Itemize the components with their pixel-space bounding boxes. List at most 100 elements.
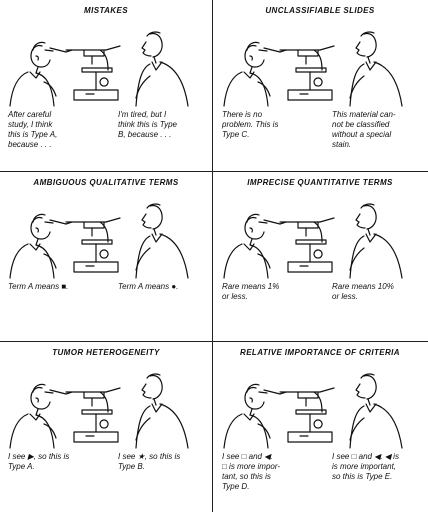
left-caption: There is no problem. This is Type C. (222, 110, 279, 139)
left-person-collar (243, 243, 255, 251)
right-person-body (135, 61, 189, 107)
panel-title: TUMOR HETEROGENEITY (52, 348, 160, 357)
panel-title: IMPRECISE QUANTITATIVE TERMS (247, 178, 393, 187)
stage (81, 239, 113, 245)
microscope-head (297, 221, 319, 229)
right-person-arm (349, 75, 365, 99)
left-person-collar (29, 243, 41, 251)
left-person-collar (243, 413, 255, 421)
microscope-head (83, 221, 105, 229)
left-person-neck (35, 408, 39, 416)
left-person-body (223, 413, 269, 449)
right-person-neck (153, 56, 157, 64)
right-person-neck (367, 228, 371, 236)
focus-knob (313, 419, 323, 429)
stage (295, 67, 327, 73)
left-person-body (223, 243, 269, 279)
left-person-ear (249, 227, 253, 233)
left-person-glasses (258, 391, 268, 394)
left-eyepiece (263, 389, 287, 395)
column-divider (212, 0, 213, 512)
panel-title: MISTAKES (84, 6, 128, 15)
right-person-face (355, 41, 366, 57)
right-person-body (349, 61, 403, 107)
microscope-head (83, 391, 105, 399)
right-caption: Rare means 10% or less. (332, 282, 394, 301)
left-person-ear (35, 55, 39, 61)
two-pathologists-microscope-illustration (0, 20, 212, 108)
right-person-collar (365, 233, 377, 243)
right-person-face (355, 383, 366, 399)
base (73, 431, 119, 443)
left-eyepiece (49, 47, 73, 53)
panel-relative-importance-of-criteria: RELATIVE IMPORTANCE OF CRITERIA I see (214, 342, 426, 512)
left-person-hair (246, 41, 260, 51)
left-person-collar (29, 413, 41, 421)
left-person-arm (43, 81, 57, 97)
panel-title: RELATIVE IMPORTANCE OF CRITERIA (240, 348, 400, 357)
right-person-arm (135, 247, 151, 271)
left-eyepiece (49, 219, 73, 225)
right-eyepiece (105, 387, 121, 393)
left-caption: I see □ and ◀. □ is more impor- tant, so… (222, 452, 281, 491)
right-person-arm (349, 417, 365, 441)
left-person-ear (35, 397, 39, 403)
right-person-collar (151, 233, 163, 243)
left-person-collar (29, 71, 41, 79)
right-eyepiece (319, 217, 335, 223)
left-person-neck (249, 238, 253, 246)
right-person-hair (360, 31, 375, 37)
right-person-head (149, 32, 163, 58)
right-person-arm (135, 417, 151, 441)
right-person-head (363, 204, 377, 230)
right-person-collar (151, 403, 163, 413)
stage (81, 409, 113, 415)
panel-imprecise-quantitative-terms: IMPRECISE QUANTITATIVE TERMS Rare mean (214, 172, 426, 342)
left-person-hair (246, 383, 260, 393)
left-person-body (9, 71, 55, 107)
left-person-arm (257, 81, 271, 97)
right-person-collar (365, 403, 377, 413)
left-caption: After careful study, I think this is Typ… (8, 110, 58, 149)
base (287, 261, 333, 273)
panel-unclassifiable-slides: UNCLASSIFIABLE SLIDES There is no prob (214, 0, 426, 170)
left-person-arm (43, 253, 57, 269)
left-person-glasses (258, 221, 268, 224)
right-person-face (355, 213, 366, 229)
right-person-neck (367, 56, 371, 64)
focus-knob (313, 77, 323, 87)
left-eyepiece (263, 219, 287, 225)
base (73, 261, 119, 273)
microscope-head (297, 391, 319, 399)
focus-knob (99, 249, 109, 259)
left-person-ear (249, 397, 253, 403)
left-person-glasses (44, 49, 54, 52)
right-caption: This material can- not be classified wit… (332, 110, 396, 149)
microscope-head (83, 49, 105, 57)
left-eyepiece (49, 389, 73, 395)
right-eyepiece (319, 387, 335, 393)
panel-tumor-heterogeneity: TUMOR HETEROGENEITY I see ▶, so this i (0, 342, 212, 512)
right-eyepiece (105, 217, 121, 223)
right-caption: Term A means ●. (118, 282, 179, 291)
left-caption: Term A means ■. (8, 282, 69, 291)
left-caption: Rare means 1% or less. (222, 282, 280, 301)
left-person-neck (249, 408, 253, 416)
right-person-neck (153, 228, 157, 236)
left-person-hair (32, 383, 46, 393)
right-person-arm (135, 75, 151, 99)
right-person-head (363, 374, 377, 400)
two-pathologists-microscope-illustration (0, 362, 212, 450)
left-person-hair (32, 41, 46, 51)
right-person-head (363, 32, 377, 58)
right-person-face (141, 383, 152, 399)
right-person-arm (349, 247, 365, 271)
right-person-hair (360, 373, 375, 379)
left-person-glasses (258, 49, 268, 52)
left-person-ear (35, 227, 39, 233)
right-person-hair (146, 203, 161, 209)
left-person-hair (246, 213, 260, 223)
panel-mistakes: MISTAKES After careful study, I think (0, 0, 212, 170)
right-person-body (349, 233, 403, 279)
